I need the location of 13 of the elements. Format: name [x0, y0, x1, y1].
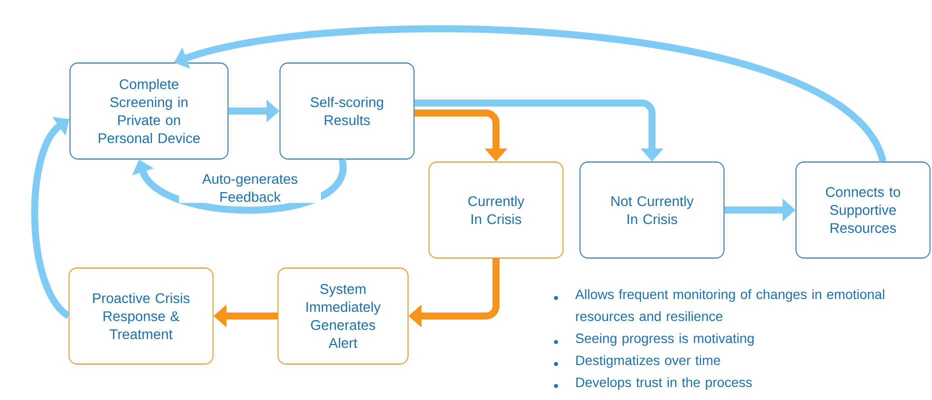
process-box: Proactive Crisis Response & Treatment: [68, 268, 214, 364]
process-box: Complete Screening in Private on Personal Device: [70, 62, 228, 160]
bullet-item: Destigmatizes over time: [554, 355, 720, 368]
bullet-item: Develops trust in the process: [554, 377, 752, 390]
edge-label: Auto-generates Feedback: [179, 173, 321, 203]
arrow: [31, 117, 71, 319]
bullet-item: Seeing progress is motivating: [554, 333, 754, 346]
process-box: Not Currently In Crisis: [580, 162, 724, 258]
process-box: Self-scoring Results: [280, 62, 414, 160]
process-box: Connects to Supportive Resources: [796, 162, 930, 258]
bullet-item: Allows frequent monitoring of changes in emotional resources and resilience: [554, 289, 884, 322]
process-box: Currently In Crisis: [428, 162, 564, 258]
process-box: System Immediately Generates Alert: [278, 268, 408, 364]
